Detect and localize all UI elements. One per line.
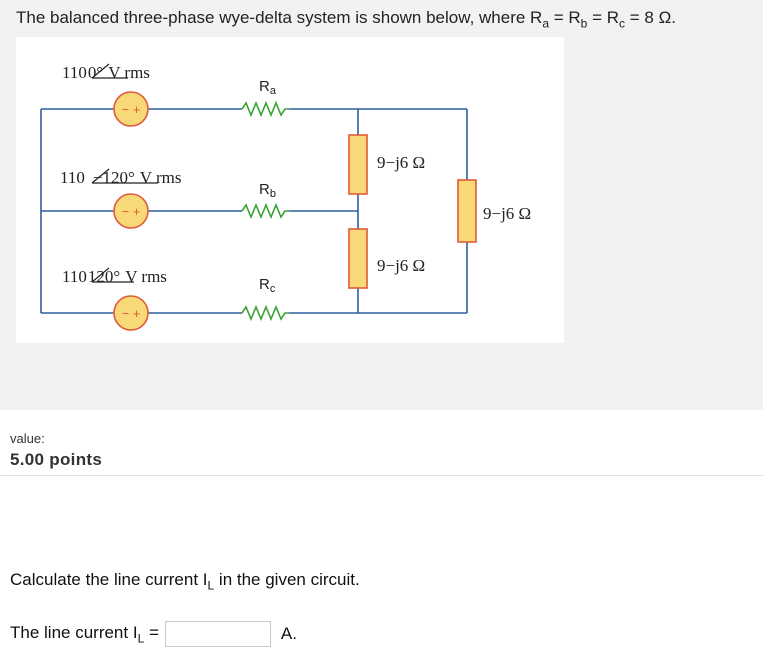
- source-a-label: 1100°V rms: [62, 63, 150, 82]
- circuit-wires: [40, 108, 468, 314]
- answer-label: The line current IL =: [10, 622, 159, 646]
- load-impedance-ca: [457, 179, 477, 243]
- load-bc-label: 9−j6 Ω: [377, 256, 425, 275]
- resistor-ra-label: Ra: [259, 78, 277, 97]
- load-ab-label: 9−j6 Ω: [377, 153, 425, 172]
- value-label: value:: [10, 431, 45, 446]
- unit-label: A.: [280, 624, 297, 643]
- points-value: 5.00 points: [10, 450, 103, 469]
- answer-row: The line current IL = A.: [10, 620, 297, 648]
- circuit-diagram: − + − + − + 1100°V rms 110−120°V rms 110…: [40, 63, 531, 331]
- voltage-source-b: − +: [113, 193, 149, 229]
- angle-symbols: [91, 63, 158, 283]
- resistor-rc: [241, 304, 289, 322]
- line-current-input[interactable]: [164, 621, 271, 647]
- resistor-rb-label: Rb: [259, 181, 276, 200]
- question-prompt: Calculate the line current IL in the giv…: [10, 570, 360, 593]
- voltage-source-c: − +: [113, 295, 149, 331]
- resistor-rb: [241, 202, 289, 220]
- resistor-ra: [241, 100, 289, 118]
- source-b-label: 110−120°V rms: [60, 168, 182, 187]
- resistor-rc-label: Rc: [259, 276, 276, 295]
- voltage-source-a: − +: [113, 91, 149, 127]
- source-c-label: 110120°V rms: [62, 267, 167, 286]
- load-impedance-bc: [348, 228, 368, 289]
- svg-text:− +: − +: [122, 204, 141, 219]
- load-ca-label: 9−j6 Ω: [483, 204, 531, 223]
- svg-text:− +: − +: [122, 102, 141, 117]
- circuit-figure: − + − + − + 1100°V rms 110−120°V rms 110…: [16, 37, 564, 343]
- points-section: value: 5.00 points: [0, 410, 763, 476]
- question-panel: The balanced three-phase wye-delta syste…: [0, 0, 763, 410]
- load-impedance-ab: [348, 134, 368, 195]
- svg-text:− +: − +: [122, 306, 141, 321]
- question-text: The balanced three-phase wye-delta syste…: [16, 8, 676, 31]
